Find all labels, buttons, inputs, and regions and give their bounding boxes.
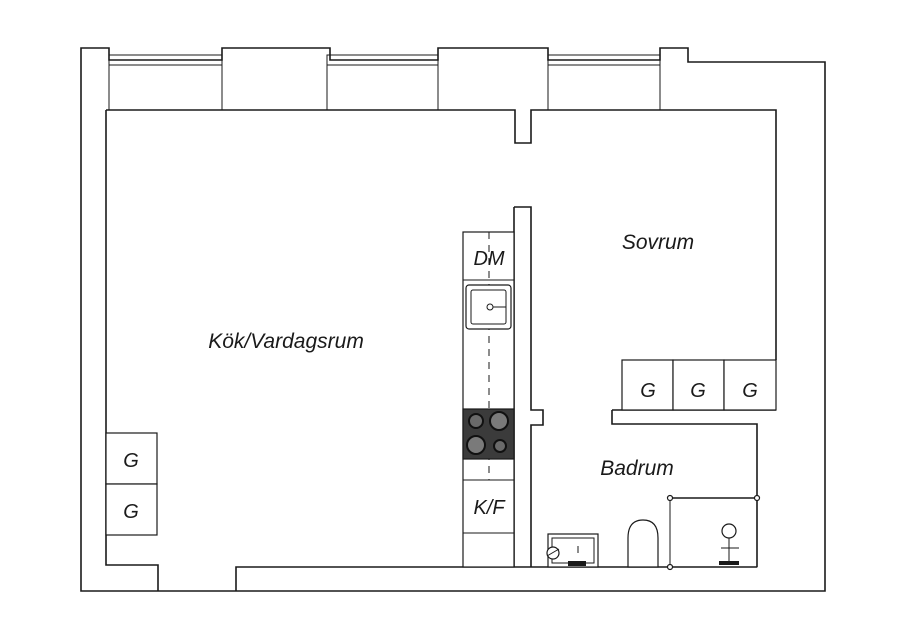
room-label-bathroom: Badrum (600, 457, 674, 480)
stove (462, 408, 515, 460)
bathroom-sink (546, 533, 599, 568)
wardrobe-label: G (123, 450, 139, 472)
wardrobe-label: G (640, 380, 656, 402)
dishwasher-label: DM (473, 248, 504, 270)
windows (108, 54, 661, 110)
wardrobe-label: G (742, 380, 758, 402)
toilet (627, 519, 659, 568)
fridge-freezer-label: K/F (473, 497, 506, 519)
room-label-bedroom: Sovrum (622, 231, 694, 254)
kitchen-sink (465, 284, 512, 330)
wardrobe-label: G (690, 380, 706, 402)
shower (666, 494, 761, 571)
bedroom-wardrobes (621, 359, 777, 411)
outer-walls (80, 47, 826, 592)
wardrobe-label: G (123, 501, 139, 523)
room-label-kitchen-living: Kök/Vardagsrum (208, 330, 364, 353)
kitchen-wardrobes (105, 432, 158, 536)
